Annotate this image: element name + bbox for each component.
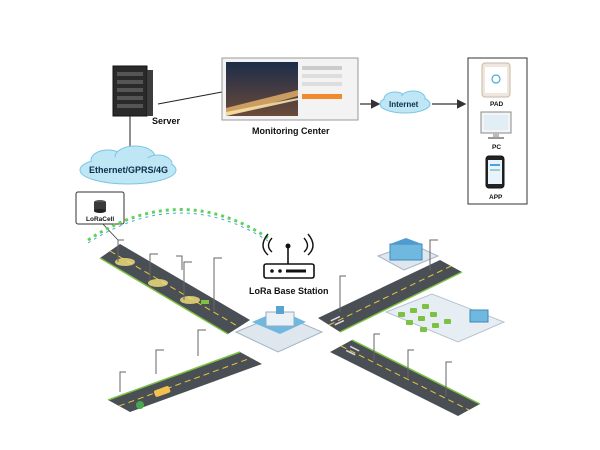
ethernet-cloud-label: Ethernet/GPRS/4G: [89, 165, 168, 175]
upper-left-road: [99, 244, 250, 335]
loracell-label: LoRaCell: [86, 216, 114, 223]
monitoring-center-label: Monitoring Center: [252, 126, 330, 136]
server-rack-icon: [112, 65, 153, 117]
tablet-icon: [481, 62, 511, 98]
internet-label: Internet: [389, 100, 419, 109]
smartphone-icon: [485, 155, 505, 189]
pad-label: PAD: [490, 101, 504, 108]
pc-label: PC: [492, 144, 501, 151]
central-building-icon: [234, 306, 324, 353]
server-to-monitoring-link: [157, 91, 223, 105]
upper-right-building-icon: [376, 238, 440, 271]
network-cloud-icon: [79, 145, 177, 185]
loracell-callout-line: [100, 221, 119, 241]
upper-right-road: [318, 260, 463, 333]
router-antenna-icon: [262, 233, 315, 279]
parking-lot-icon: [384, 293, 506, 343]
base-station-label: LoRa Base Station: [249, 286, 329, 296]
car-icon: [154, 386, 171, 397]
desktop-icon: [480, 111, 512, 139]
monitoring-screen-icon: [221, 57, 359, 121]
loracell-device-icon: [94, 200, 106, 213]
app-label: APP: [489, 194, 503, 201]
lower-left-road: [107, 351, 262, 412]
lower-right-road: [330, 339, 481, 416]
server-label: Server: [152, 116, 181, 126]
street-lamps: [117, 239, 452, 396]
internet-cloud-icon: [379, 90, 431, 114]
